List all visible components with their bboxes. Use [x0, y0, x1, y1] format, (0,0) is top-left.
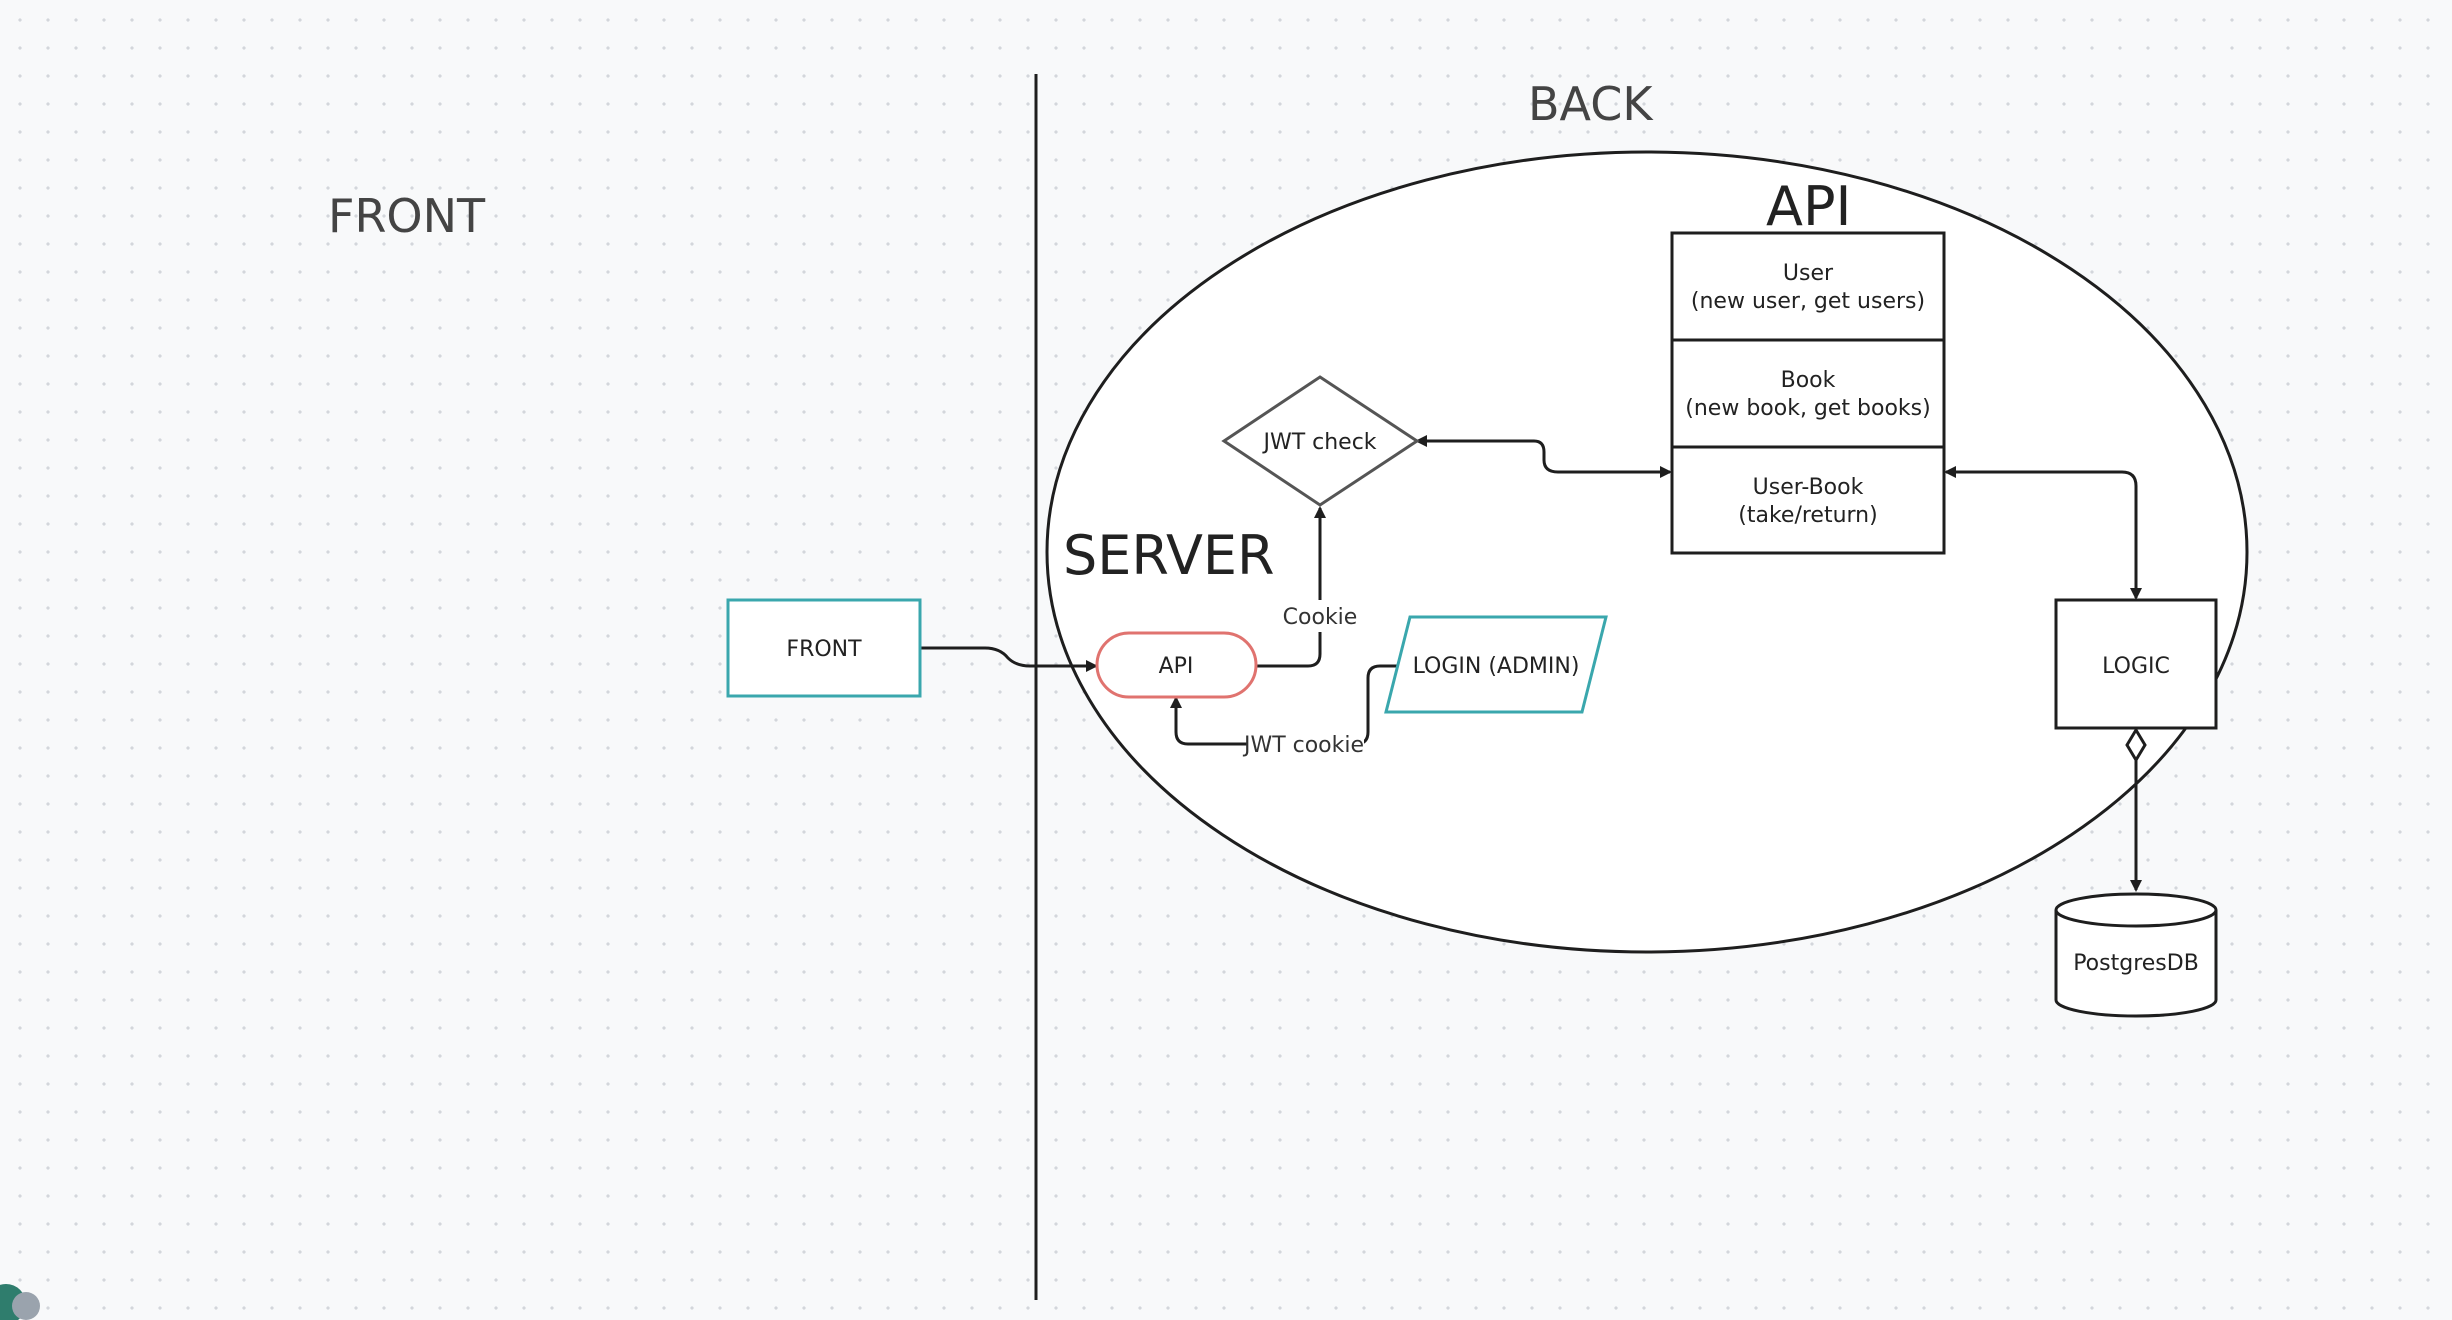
- jwt-check-node-label: JWT check: [1261, 430, 1376, 455]
- api-table-row-book[interactable]: [1670, 338, 1946, 449]
- postgres-db-label: PostgresDB: [2073, 951, 2199, 976]
- api-row-user-book-detail: (take/return): [1738, 503, 1877, 528]
- login-node-label: LOGIN (ADMIN): [1413, 654, 1580, 679]
- api-table-row-user-book[interactable]: [1670, 445, 1946, 555]
- zone-label-front[interactable]: FRONT: [328, 189, 486, 243]
- front-node-label: FRONT: [786, 637, 862, 662]
- postgres-db-node[interactable]: [2054, 892, 2218, 1018]
- jwt-check-node[interactable]: [1221, 375, 1420, 507]
- api-row-user-title: User: [1783, 261, 1834, 286]
- api-group-label[interactable]: API: [1766, 175, 1851, 238]
- edge-label-cookie-bg: [1282, 600, 1358, 632]
- api-row-user-detail: (new user, get users): [1691, 289, 1925, 314]
- edge-api-to-jwt-check[interactable]: [1256, 506, 1326, 668]
- login-node[interactable]: [1384, 615, 1608, 714]
- front-node[interactable]: [726, 598, 922, 698]
- api-row-book-detail: (new book, get books): [1685, 396, 1930, 421]
- logic-node-label: LOGIC: [2102, 654, 2170, 679]
- api-table-row-user[interactable]: [1670, 231, 1946, 342]
- api-row-user-book-title: User-Book: [1753, 475, 1864, 500]
- aggregation-diamond: [2125, 727, 2147, 763]
- edge-label-jwt-cookie-bg: [1248, 728, 1364, 760]
- edge-user-book-to-logic[interactable]: [1944, 466, 2142, 600]
- server-label[interactable]: SERVER: [1063, 524, 1275, 587]
- api-node-label: API: [1159, 654, 1194, 679]
- edge-front-to-api[interactable]: [921, 646, 1098, 672]
- api-row-book-title: Book: [1781, 368, 1836, 393]
- edge-label-jwt-cookie[interactable]: JWT cookie: [1242, 733, 1364, 758]
- edge-label-cookie[interactable]: Cookie: [1283, 605, 1358, 630]
- edge-jwt-check-to-user-book[interactable]: [1415, 435, 1672, 478]
- logic-node[interactable]: [2054, 598, 2218, 730]
- edge-login-to-api-jwt-cookie[interactable]: [1170, 664, 1402, 746]
- api-table[interactable]: User (new user, get users) Book (new boo…: [1670, 231, 1946, 555]
- api-node[interactable]: [1095, 631, 1258, 699]
- avatar-badge-icon[interactable]: [0, 1280, 42, 1320]
- zone-label-back[interactable]: BACK: [1528, 77, 1654, 131]
